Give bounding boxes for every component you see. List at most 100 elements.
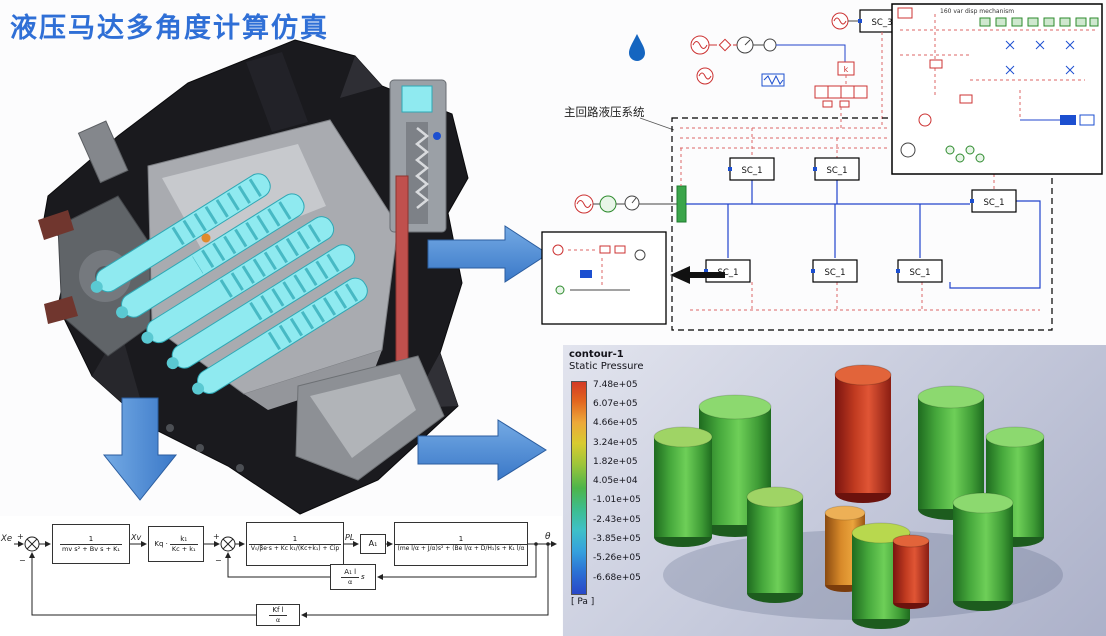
cfd-legend-values: 7.48e+05 6.07e+05 4.66e+05 3.24e+05 1.82… (593, 375, 641, 587)
takeoff-node (534, 542, 538, 546)
bolt (166, 424, 174, 432)
tf-denominator: V₀/βe·s + Kc k₁/(Kc+k₁) + Cip (250, 545, 340, 553)
water-drop-icon (629, 34, 645, 61)
sum-junction (220, 536, 236, 552)
tf-block-load-dynamics: 1(me l/α + J/α)s² + (Be l/α + D/H₁)s + K… (394, 522, 528, 566)
sc1-block: SC_1 (704, 259, 751, 283)
cfd-unit-label: [ Pa ] (571, 597, 595, 607)
mechanism-inset: 160 var disp mechanism (891, 3, 1103, 175)
sc1-label: SC_1 (825, 268, 846, 278)
tf-numerator: 1 (395, 535, 527, 546)
inset-green-chain (945, 145, 985, 163)
bolt (236, 464, 244, 472)
inset-green-blocks (979, 17, 1099, 27)
sc1-block: SC_1 (811, 259, 858, 283)
sc1-label: SC_1 (984, 198, 1005, 208)
pressure-node-icon (763, 38, 777, 52)
pl-signal-label: PL (345, 533, 354, 542)
legend-value: 4.05e+04 (593, 476, 638, 487)
tf-coefficient: Kq · (154, 539, 168, 548)
motor-svg (38, 39, 469, 515)
sc1-block: SC_1 (728, 157, 775, 181)
gauge-icon (736, 36, 754, 54)
casing-facet (340, 56, 382, 98)
sc1-blocks: SC_1 SC_1 SC_1 SC_1 (704, 157, 1017, 283)
tf-numerator: A₁ l (341, 568, 360, 578)
sine-source-icon (696, 67, 714, 85)
cfd-legend: contour-1 Static Pressure (569, 349, 689, 375)
system-label: 主回路液压系统 (564, 105, 645, 119)
legend-value: 4.66e+05 (593, 418, 638, 429)
valve-spring (414, 127, 430, 209)
valve-icon (718, 38, 732, 52)
sc1-label: SC_1 (718, 268, 739, 278)
circuit-inset (541, 231, 667, 325)
motor-3d-render (0, 28, 545, 528)
tf-numerator: 1 (59, 535, 123, 545)
legend-value: 6.07e+05 (593, 398, 638, 409)
tf-block-area-gain: A₁ (360, 534, 386, 554)
cfd-cylinder-green (746, 486, 804, 603)
hydraulic-lines (686, 180, 1041, 289)
bolt (196, 444, 204, 452)
cfd-panel: contour-1 Static Pressure 7.48e+05 6.07e… (563, 345, 1106, 636)
output-signal-label: θ (545, 532, 551, 542)
valve-dot (433, 132, 441, 140)
cfd-cylinder-red (892, 534, 930, 609)
seal-block (38, 210, 74, 240)
cfd-cylinder-green (653, 426, 713, 547)
sc1-label: SC_1 (742, 166, 763, 176)
supply-group (574, 194, 677, 214)
tf-gain-label: A₁ (368, 539, 378, 549)
callout-arrow (670, 266, 725, 284)
hydraulic-schematic: k (540, 0, 1106, 344)
tf-denominator: (me l/α + J/α)s² + (Be l/α + D/H₁)s + K₁… (397, 545, 525, 553)
tf-denominator: Kc + k₁ (171, 544, 196, 553)
xv-signal-label: Xv (130, 533, 141, 542)
piston-group (90, 173, 368, 395)
inset-dashed (900, 14, 1095, 120)
gain-label: k (844, 65, 849, 74)
sum-sign: − (215, 556, 222, 565)
sc1-block: SC_1 (813, 157, 860, 181)
cfd-variable-label: Static Pressure (569, 361, 644, 372)
legend-value: -5.26e+05 (593, 553, 641, 564)
signal-line (776, 44, 846, 62)
sc1-label: SC_1 (910, 268, 931, 278)
schematic-svg: k (541, 3, 1103, 331)
cfd-cylinder-green (917, 385, 985, 520)
tf-numerator: Kf l (269, 606, 287, 616)
piston (192, 277, 368, 395)
cfd-scene (653, 364, 1063, 629)
cfd-colorbar (571, 381, 587, 595)
sum-sign: − (19, 556, 26, 565)
legend-value: 3.24e+05 (593, 437, 638, 448)
gain-block: k (837, 61, 855, 76)
legend-value: 7.48e+05 (593, 379, 638, 390)
tf-denominator: α (275, 615, 281, 624)
legend-value: -6.68e+05 (593, 572, 641, 583)
sine-source-icon (690, 35, 710, 55)
seal-block (44, 296, 78, 324)
piston (166, 244, 356, 370)
valve-plate-facet (310, 374, 416, 458)
takeoff-node (546, 542, 550, 546)
legend-value: -1.01e+05 (593, 495, 641, 506)
input-signal-label: Xe (0, 534, 12, 544)
sum-junction (24, 536, 40, 552)
distributor-block (676, 185, 687, 223)
cfd-cylinder-green (952, 492, 1014, 611)
piston (141, 216, 335, 344)
sc1-label: SC_1 (827, 166, 848, 176)
cfd-contour-title: contour-1 (569, 349, 624, 360)
center-facet (244, 350, 382, 410)
sc3-label: SC_3 (872, 18, 893, 28)
sum-sign: + (213, 532, 220, 541)
tf-numerator: 1 (248, 535, 342, 546)
